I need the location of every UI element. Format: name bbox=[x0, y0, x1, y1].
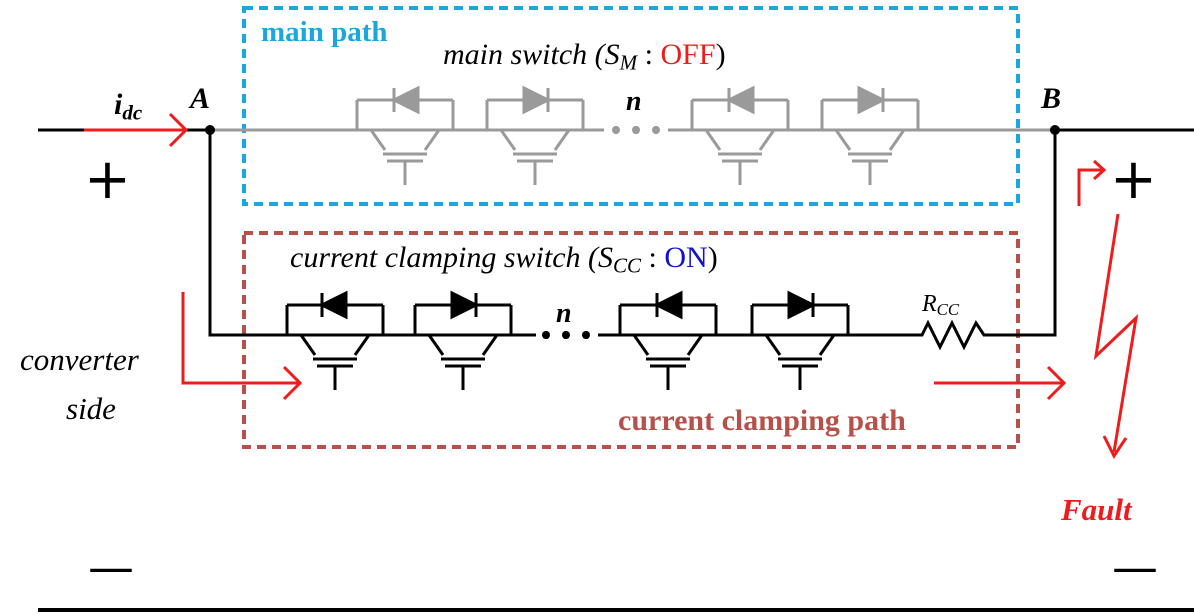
clamp-diodes bbox=[318, 290, 817, 320]
resistor bbox=[914, 319, 992, 351]
main-path-label: main path bbox=[261, 16, 388, 48]
main-switch-symbol: S bbox=[604, 38, 620, 71]
clamp-switch-4 bbox=[750, 303, 850, 392]
main-switch-label: main switch (SM : OFF) bbox=[443, 40, 726, 73]
main-switch-3 bbox=[690, 98, 790, 187]
clamp-switch-1 bbox=[285, 303, 385, 392]
clamp-path-box bbox=[242, 231, 1020, 449]
clamp-n-label: n bbox=[556, 298, 572, 329]
main-diodes bbox=[390, 85, 887, 115]
clamp-switch-label: current clamping switch (SCC : ON) bbox=[290, 243, 718, 276]
resistor-label: RCC bbox=[922, 292, 959, 319]
current-subscript: dc bbox=[122, 100, 143, 125]
main-switch-state: OFF bbox=[660, 38, 716, 71]
resistor-subscript: CC bbox=[936, 300, 960, 320]
fault-label: Fault bbox=[1061, 492, 1132, 527]
plus-right: + bbox=[1110, 147, 1157, 212]
main-switch-4 bbox=[820, 98, 920, 187]
clamp-switch-close: ) bbox=[707, 241, 718, 274]
converter-side-line1: converter bbox=[20, 342, 139, 377]
clamp-switch-separator: : bbox=[641, 241, 665, 274]
main-n-label: n bbox=[626, 86, 642, 117]
current-symbol: i bbox=[114, 88, 123, 121]
clamp-path-label: current clamping path bbox=[618, 404, 906, 437]
clamp-switch-text: current clamping switch ( bbox=[290, 241, 599, 274]
node-b-dot bbox=[1050, 125, 1060, 135]
node-b-label: B bbox=[1041, 82, 1062, 115]
fault-arrow bbox=[1077, 159, 1139, 459]
main-switch-close: ) bbox=[715, 38, 726, 71]
main-switch-2 bbox=[485, 98, 585, 187]
node-a-dot bbox=[205, 125, 215, 135]
main-path-box bbox=[242, 6, 1020, 206]
current-arrow bbox=[84, 112, 189, 148]
converter-side-line2: side bbox=[66, 391, 116, 426]
clamp-switch-subscript: CC bbox=[613, 253, 642, 278]
minus-left: — bbox=[88, 540, 134, 594]
main-switch-separator: : bbox=[637, 38, 661, 71]
main-switch-1 bbox=[355, 98, 455, 187]
clamp-dots-2 bbox=[542, 331, 590, 339]
resistor-symbol: R bbox=[922, 291, 937, 317]
main-switch-text: main switch ( bbox=[443, 38, 605, 71]
plus-left: + bbox=[84, 147, 131, 212]
minus-right: — bbox=[1112, 540, 1158, 594]
main-switch-subscript: M bbox=[619, 50, 638, 75]
current-label: idc bbox=[114, 90, 142, 123]
converter-arrow bbox=[181, 292, 303, 401]
clamp-switch-symbol: S bbox=[598, 241, 614, 274]
clamp-flow-arrow bbox=[934, 365, 1067, 401]
clamp-switch-2 bbox=[413, 303, 513, 392]
clamp-switch-3 bbox=[618, 303, 718, 392]
main-dots-2 bbox=[612, 126, 660, 134]
clamp-switch-state: ON bbox=[664, 241, 708, 274]
node-a-label: A bbox=[190, 82, 211, 115]
